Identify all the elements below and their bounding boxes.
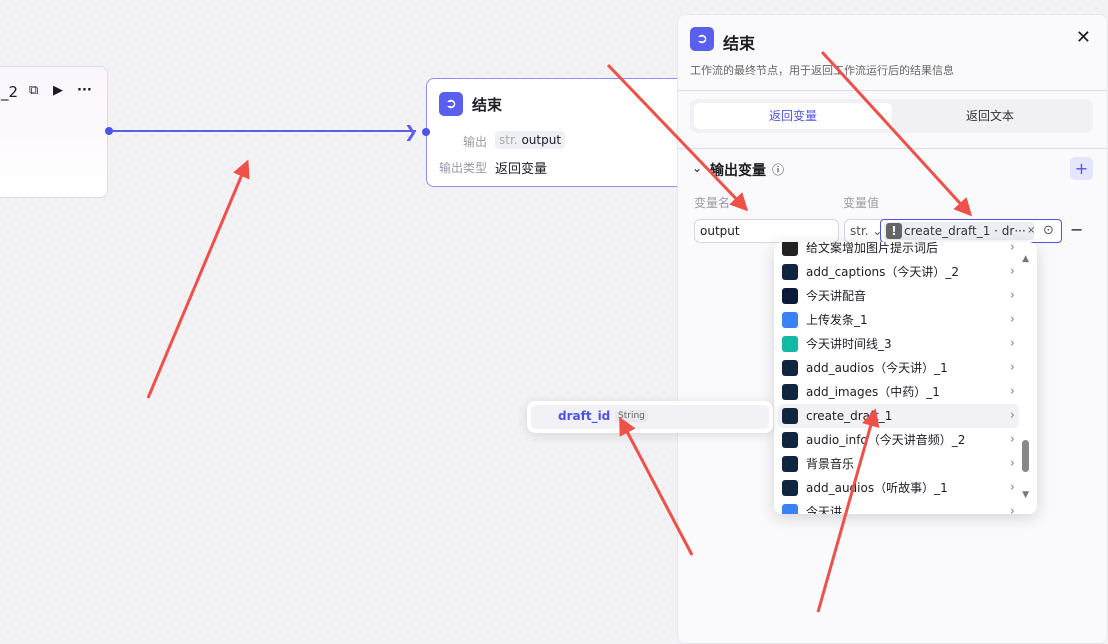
item-label: 背景音乐 (806, 457, 855, 471)
node-icon (782, 408, 798, 424)
dropdown-item[interactable]: 今天讲 › (778, 500, 1019, 514)
more-icon[interactable]: ··· (77, 83, 92, 98)
chevron-right-icon: › (1009, 288, 1015, 303)
tab-return-variable[interactable]: 返回变量 (694, 103, 892, 129)
dropdown-item[interactable]: 今天讲时间线_3 › (778, 332, 1019, 356)
node-icon (782, 456, 798, 472)
column-value-label: 变量值 (843, 196, 880, 210)
field-name: draft_id (558, 409, 611, 423)
previous-node[interactable]: _2 ⧉ ▶ ··· (0, 66, 113, 198)
tab-return-text[interactable]: 返回文本 (965, 109, 1014, 123)
item-label: 上传发条_1 (806, 313, 868, 327)
remove-variable-button[interactable]: − (1070, 220, 1084, 239)
output-tag: str. output (495, 131, 566, 149)
add-variable-button[interactable]: + (1070, 157, 1093, 180)
output-name: output (521, 133, 562, 147)
mode-toggle: 返回变量 返回文本 (690, 99, 1093, 133)
node-output-dropdown: 给文案增加图片提示词后›add_captions（今天讲）_2›今天讲配音›上传… (774, 242, 1037, 514)
type-value: 返回变量 (495, 162, 548, 177)
column-name-label: 变量名 (694, 196, 731, 210)
chevron-right-icon: › (1009, 432, 1015, 447)
chevron-right-icon: › (1009, 456, 1015, 471)
connection-edge[interactable] (112, 130, 416, 132)
input-port[interactable] (422, 128, 430, 136)
type-select[interactable]: str. (850, 224, 869, 238)
end-icon: ➲ (439, 92, 463, 116)
node-icon (782, 504, 798, 514)
type-tag: str. (499, 133, 518, 147)
node-icon (782, 312, 798, 328)
section-title: 输出变量 (710, 163, 766, 179)
chevron-down-icon[interactable]: ⌄ (692, 161, 703, 175)
node-icon (782, 480, 798, 496)
item-label: create_draft_1 (806, 409, 893, 423)
chevron-right-icon: › (1009, 264, 1015, 279)
output-field-submenu: draft_id String (527, 401, 773, 433)
dropdown-item[interactable]: add_images（中药）_1 › (778, 380, 1019, 404)
reference-tag[interactable]: !create_draft_1 · dr··· (884, 222, 1034, 240)
field-type: String (615, 410, 648, 422)
scroll-down-icon[interactable]: ▼ (1022, 490, 1029, 500)
chevron-right-icon: › (1009, 242, 1015, 255)
info-icon[interactable]: ⓘ (772, 163, 785, 177)
item-label: audio_info（今天讲音频）_2 (806, 433, 966, 447)
item-label: add_audios（听故事）_1 (806, 481, 948, 495)
chevron-right-icon: › (1009, 312, 1015, 327)
annotation-arrow (146, 159, 250, 399)
variable-value-field[interactable]: str. ⌄ !create_draft_1 · dr··· × ⊙ (844, 219, 1062, 243)
node-icon (782, 360, 798, 376)
dropdown-item[interactable]: 今天讲配音 › (778, 284, 1019, 308)
dropdown-item[interactable]: add_audios（今天讲）_1 › (778, 356, 1019, 380)
dropdown-item[interactable]: audio_info（今天讲音频）_2 › (778, 428, 1019, 452)
dropdown-item[interactable]: add_captions（今天讲）_2 › (778, 260, 1019, 284)
dropdown-item[interactable]: create_draft_1 › (778, 404, 1019, 428)
warning-icon: ! (886, 223, 902, 239)
close-icon[interactable]: ✕ (1075, 27, 1091, 48)
scrollbar-thumb[interactable] (1022, 440, 1029, 472)
node-icon (782, 384, 798, 400)
end-icon: ➲ (690, 27, 714, 51)
type-label: 输出类型 (439, 161, 488, 175)
node-icon (782, 288, 798, 304)
variable-name-input[interactable]: output (694, 219, 839, 243)
item-label: 给文案增加图片提示词后 (806, 242, 939, 255)
panel-description: 工作流的最终节点，用于返回工作流运行后的结果信息 (690, 64, 954, 77)
chevron-right-icon: › (1009, 336, 1015, 351)
node-icon (782, 432, 798, 448)
chevron-right-icon: › (1009, 408, 1015, 423)
dropdown-item[interactable]: add_audios（听故事）_1 › (778, 476, 1019, 500)
output-label: 输出 (463, 135, 488, 149)
panel-title: 结束 (723, 34, 756, 53)
item-label: 今天讲时间线_3 (806, 337, 892, 351)
node-title: _2 (1, 83, 19, 101)
item-label: 今天讲配音 (806, 289, 867, 303)
scroll-up-icon[interactable]: ▲ (1022, 254, 1029, 264)
node-title: 结束 (472, 96, 503, 114)
item-label: add_images（中药）_1 (806, 385, 940, 399)
copy-icon[interactable]: ⧉ (29, 83, 39, 98)
dropdown-item[interactable]: 背景音乐 › (778, 452, 1019, 476)
chevron-right-icon: › (1009, 504, 1015, 514)
clear-icon[interactable]: × (1027, 225, 1036, 236)
node-icon (782, 264, 798, 280)
item-label: add_audios（今天讲）_1 (806, 361, 948, 375)
chevron-right-icon: › (1009, 360, 1015, 375)
item-label: add_captions（今天讲）_2 (806, 265, 960, 279)
arrow-icon: ❯ (404, 122, 418, 141)
end-node[interactable]: ➲ 结束 输出 str. output 输出类型 返回变量 (422, 78, 696, 187)
chevron-right-icon: › (1009, 384, 1015, 399)
submenu-item[interactable]: draft_id String (531, 405, 769, 429)
dropdown-item[interactable]: 给文案增加图片提示词后 › (778, 242, 1019, 260)
reference-value: create_draft_1 · dr··· (904, 224, 1026, 238)
chevron-right-icon: › (1009, 480, 1015, 495)
output-port[interactable] (105, 127, 113, 135)
dropdown-item[interactable]: 上传发条_1 › (778, 308, 1019, 332)
node-icon (782, 336, 798, 352)
node-icon (782, 242, 798, 256)
variable-picker-icon[interactable]: ⊙ (1043, 223, 1054, 238)
item-label: 今天讲 (806, 505, 843, 514)
run-icon[interactable]: ▶ (53, 83, 63, 98)
